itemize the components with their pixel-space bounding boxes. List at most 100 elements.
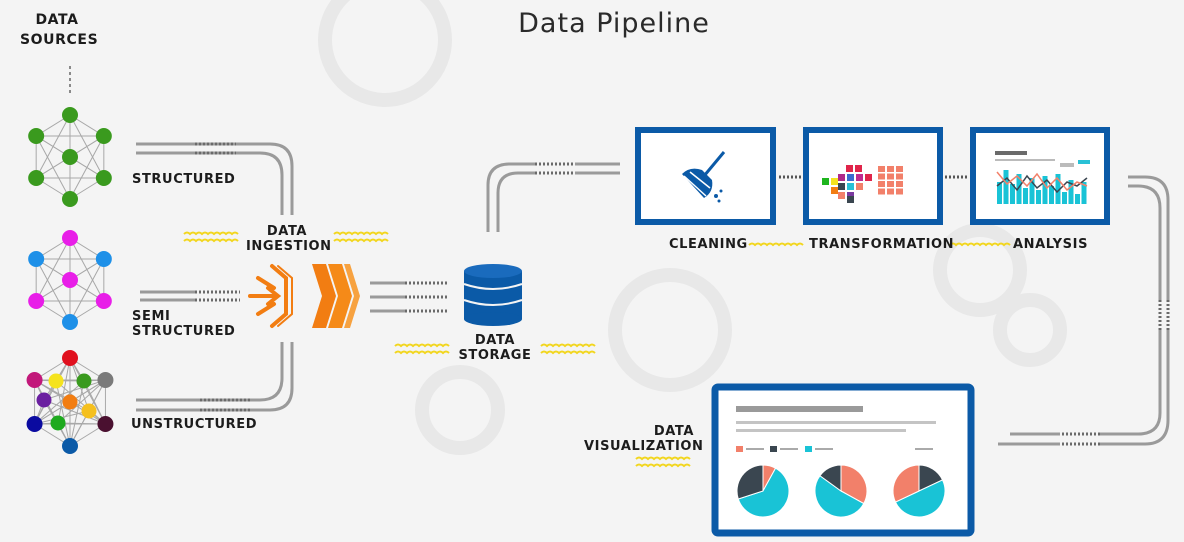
chart-bar bbox=[1023, 188, 1028, 204]
pixel-cell bbox=[896, 188, 903, 195]
wave bbox=[635, 463, 691, 468]
data-storage-label-line1: DATA bbox=[474, 333, 516, 348]
wave bbox=[183, 238, 239, 243]
pie-slice bbox=[737, 467, 790, 518]
wave bbox=[394, 343, 450, 348]
network-node bbox=[95, 128, 112, 144]
pixel-cell bbox=[887, 188, 894, 195]
pixel-cell bbox=[856, 183, 863, 190]
chart-bar bbox=[1062, 192, 1067, 204]
chart-title-bar bbox=[995, 151, 1027, 155]
chevron-stack-icon bbox=[312, 264, 360, 328]
data-ingestion-label: DATA INGESTION bbox=[246, 224, 331, 254]
pixel-cell bbox=[847, 192, 854, 199]
network-node bbox=[28, 170, 45, 186]
network-node bbox=[50, 415, 66, 431]
pixel-cell bbox=[822, 178, 829, 185]
pixel-cell bbox=[896, 173, 903, 180]
data-sources-heading-line1: DATA bbox=[35, 12, 79, 28]
network-node bbox=[28, 293, 45, 309]
chart-subtitle-bar bbox=[995, 159, 1055, 161]
semi-structured-label-line2: STRUCTURED bbox=[132, 324, 236, 339]
pixel-cell bbox=[847, 174, 854, 181]
semi-structured-label: SEMI STRUCTURED bbox=[132, 309, 235, 339]
pixel-cell bbox=[878, 181, 885, 187]
structured-label: STRUCTURED bbox=[132, 172, 236, 187]
chart-bar bbox=[1029, 178, 1035, 204]
data-visualization-label-line1: DATA bbox=[653, 424, 694, 439]
chart-line bbox=[996, 171, 1088, 192]
network-node bbox=[26, 372, 43, 388]
data-ingestion-label-line1: DATA bbox=[266, 224, 308, 239]
wave bbox=[394, 350, 450, 355]
page-title: Data Pipeline bbox=[518, 8, 710, 39]
source-connectors-dashed bbox=[195, 142, 250, 412]
funnel-arrows-icon bbox=[248, 264, 293, 328]
pixel-cell bbox=[855, 165, 862, 172]
pixel-cell bbox=[847, 196, 854, 203]
network-node bbox=[62, 350, 78, 366]
chart-bar bbox=[1003, 170, 1009, 204]
network-node bbox=[62, 272, 78, 288]
pixel-cell bbox=[896, 181, 903, 187]
chart-legend-bar bbox=[1078, 160, 1090, 164]
pixel-cell bbox=[878, 188, 885, 195]
pixel-cell bbox=[878, 173, 885, 180]
analysis-label: ANALYSIS bbox=[1013, 237, 1089, 252]
pie-slice bbox=[814, 475, 865, 518]
data-sources-heading-line2: SOURCES bbox=[20, 32, 99, 48]
transformation-box bbox=[803, 127, 943, 225]
pixel-cell bbox=[847, 183, 854, 190]
wave bbox=[748, 242, 804, 247]
wave bbox=[540, 350, 596, 355]
pixel-cell bbox=[887, 166, 894, 172]
network-node bbox=[62, 394, 78, 410]
broom-icon bbox=[682, 151, 726, 203]
network-node bbox=[81, 403, 97, 419]
chart-bar bbox=[997, 182, 1002, 204]
chart-bar bbox=[1036, 190, 1041, 204]
data-storage-label-line2: STORAGE bbox=[458, 348, 532, 363]
pixel-cell bbox=[838, 192, 845, 199]
pixel-cell bbox=[838, 174, 845, 181]
network-node bbox=[97, 372, 114, 388]
pie-slice bbox=[840, 464, 868, 505]
unstructured-network-icon bbox=[26, 350, 114, 454]
pie-slice bbox=[894, 479, 946, 518]
pie-slice bbox=[819, 464, 842, 492]
network-node bbox=[76, 373, 92, 389]
network-node bbox=[95, 251, 112, 267]
pixel-cell bbox=[846, 165, 853, 172]
unstructured-label: UNSTRUCTURED bbox=[131, 417, 258, 432]
network-node bbox=[62, 149, 78, 165]
network-node bbox=[62, 191, 78, 207]
pie-slice bbox=[736, 464, 764, 500]
pixel-cell bbox=[865, 174, 872, 181]
wave bbox=[949, 242, 1011, 247]
chart-bar bbox=[1016, 174, 1022, 204]
wave bbox=[635, 456, 691, 461]
chart-legend-bar bbox=[1060, 163, 1074, 167]
pixel-cell bbox=[887, 181, 894, 187]
pixel-cell bbox=[838, 183, 845, 190]
storage-to-processing-lines bbox=[486, 162, 620, 232]
cleaning-label: CLEANING bbox=[669, 237, 748, 252]
network-node bbox=[95, 170, 112, 186]
analysis-box bbox=[970, 127, 1110, 225]
chart-bar bbox=[1075, 194, 1080, 204]
pixel-cell bbox=[896, 166, 903, 172]
semi-structured-network-icon bbox=[28, 230, 112, 330]
data-visualization-label-line2: VISUALIZATION bbox=[584, 439, 704, 454]
network-node bbox=[97, 416, 114, 432]
data-visualization-label: DATA VISUALIZATION bbox=[584, 424, 704, 454]
bar-line-chart-icon bbox=[995, 151, 1090, 204]
wave bbox=[333, 231, 389, 236]
network-node bbox=[36, 392, 52, 408]
data-storage-label: DATA STORAGE bbox=[455, 333, 535, 363]
yellow-waves bbox=[183, 231, 1011, 468]
network-node bbox=[62, 438, 78, 454]
background-decoration bbox=[318, 0, 1067, 455]
network-node bbox=[26, 416, 43, 432]
chart-bar bbox=[1010, 184, 1015, 204]
chart-bar bbox=[1081, 182, 1087, 204]
